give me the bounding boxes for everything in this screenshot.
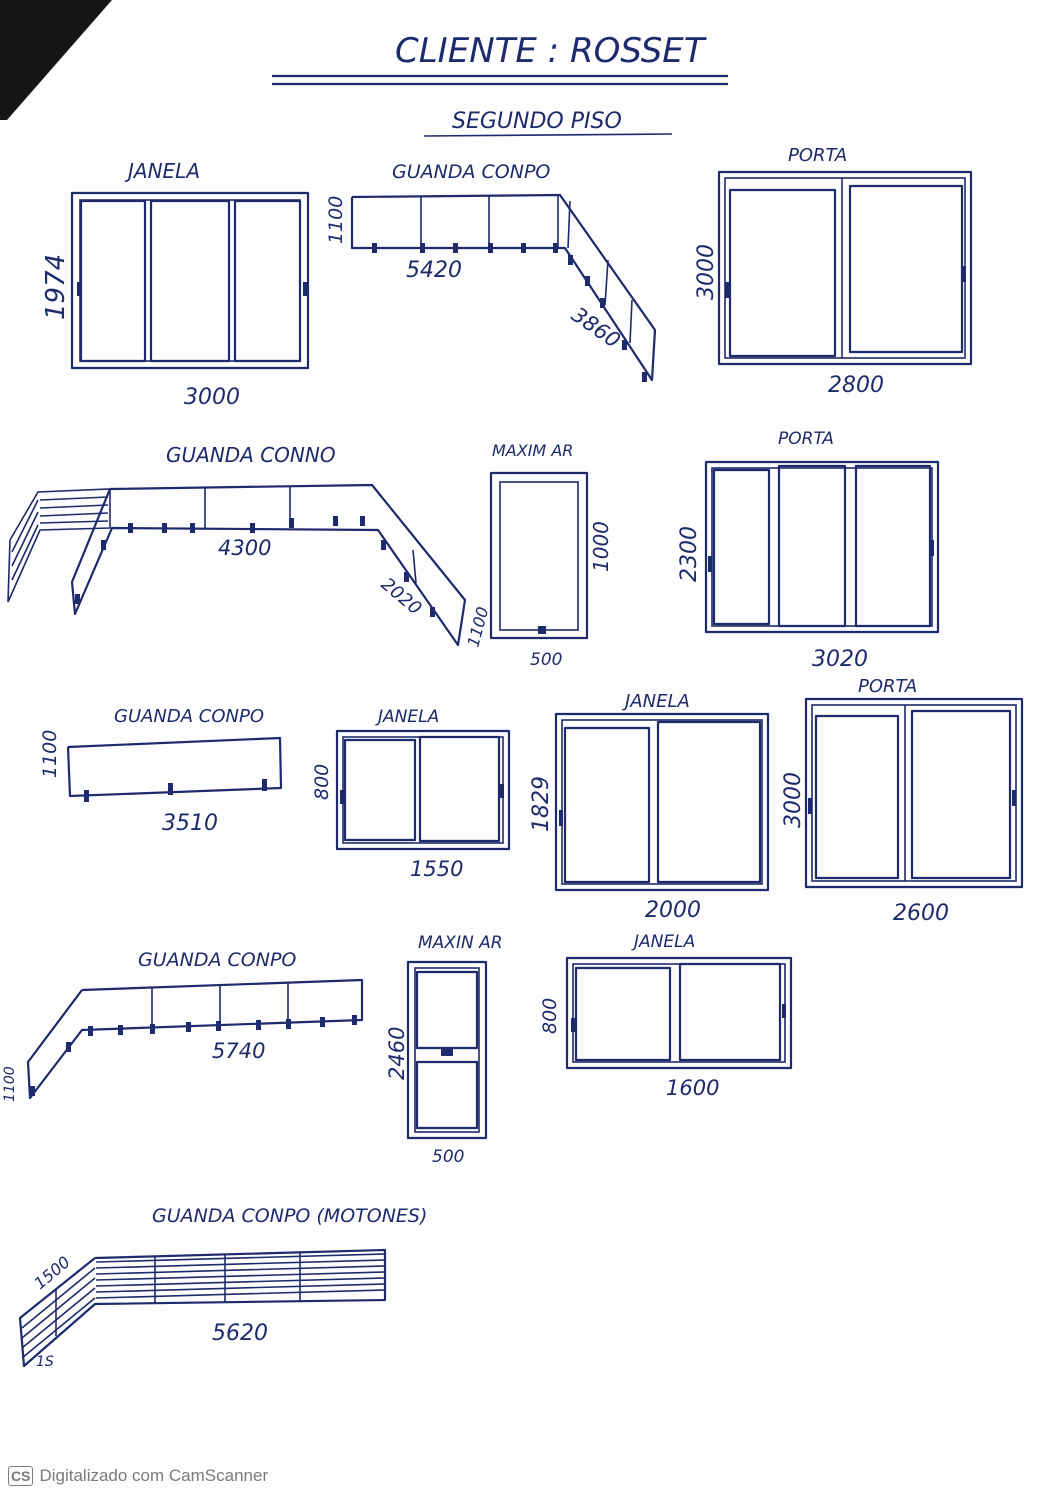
client-title: CLIENTE : ROSSET [395,31,707,71]
dim-guarda-4-length: 5740 [212,1039,265,1063]
railing-guarda-5: GUANDA CONPO (MOTONES) 5620 1500 1S [18,1205,427,1370]
label-maxim-2: MAXIN AR [418,933,503,953]
dim-porta-3-width: 2600 [893,901,949,926]
dim-guarda-5-side: 1S [36,1354,54,1370]
label-guarda-3: GUANDA CONPO [114,706,264,727]
railing-guarda-2: GUANDA CONNO 4300 [7,443,493,649]
dim-porta-3-height: 3000 [781,772,806,828]
dim-janela-1-width: 3000 [184,385,240,410]
label-janela-4: JANELA [631,932,695,952]
dim-porta-1-width: 2800 [828,373,884,398]
dim-janela-2-width: 1550 [410,857,463,881]
dim-maxim-2-height: 2460 [385,1027,409,1080]
door-porta-3: PORTA 2600 3000 [781,676,1024,926]
floor-subtitle: SEGUNDO PISO [452,109,622,134]
dim-guarda-5-length: 5620 [212,1321,268,1346]
dim-guarda-3-height: 1100 [39,730,61,778]
dim-guarda-2-length-a: 4300 [218,536,271,560]
label-guarda-2: GUANDA CONNO [166,443,336,467]
window-janela-4: JANELA 1600 800 [539,932,793,1100]
dim-janela-4-height: 800 [539,998,561,1034]
dim-maxim-1-width: 500 [530,650,562,670]
railing-guarda-3: GUANDA CONPO 3510 1100 [39,706,283,836]
dim-guarda-3-length: 3510 [162,811,218,836]
camscanner-logo: CS [8,1466,34,1486]
dim-guarda-2-length-b: 2020 [377,574,426,620]
dim-maxim-1-height: 1000 [589,521,613,572]
door-porta-2: PORTA 3020 2300 [677,429,940,672]
label-janela-2: JANELA [375,707,439,727]
dim-guarda-2-height: 1100 [464,605,493,649]
label-porta-3: PORTA [858,676,917,697]
dim-janela-1-height: 1974 [41,254,71,320]
dim-maxim-2-width: 500 [432,1147,464,1167]
dim-guarda-4-height: 1100 [2,1066,18,1102]
dim-janela-4-width: 1600 [666,1076,719,1100]
dim-guarda-1-length-b: 3860 [567,302,625,352]
railing-guarda-4: GUANDA CONPO 5740 1100 [2,949,364,1102]
label-janela-3: JANELA [622,691,690,712]
dim-janela-2-height: 800 [311,764,333,800]
window-janela-3: JANELA 2000 1829 [529,691,770,923]
label-guarda-4: GUANDA CONPO [138,949,296,971]
label-porta-1: PORTA [788,145,847,166]
label-guarda-5: GUANDA CONPO (MOTONES) [152,1205,427,1227]
scanner-text: Digitalizado com CamScanner [39,1466,269,1485]
dim-guarda-1-length-a: 5420 [406,258,462,283]
dim-janela-3-height: 1829 [529,776,554,832]
label-guarda-1: GUANDA CONPO [392,161,550,183]
window-janela-2: JANELA 1550 800 [311,707,511,881]
window-maxim-ar-2: MAXIN AR 500 2460 [385,933,503,1167]
dim-porta-2-height: 2300 [677,526,702,582]
dim-guarda-5-height: 1500 [30,1252,73,1293]
window-janela-1: JANELA 3000 1974 [41,159,310,410]
scanner-watermark: CS Digitalizado com CamScanner [8,1466,268,1486]
window-maxim-ar-1: MAXIM AR 500 1000 [489,441,613,670]
railing-guarda-1: GUANDA CONPO 5420 3860 1100 [325,161,657,382]
label-maxim-1: MAXIM AR [492,441,573,460]
dim-janela-3-width: 2000 [645,898,701,923]
dim-guarda-1-height: 1100 [325,196,347,244]
label-porta-2: PORTA [778,429,834,449]
label-janela-1: JANELA [124,159,200,183]
folded-corner-shadow [0,0,112,120]
door-porta-1: PORTA 2800 3000 [694,145,973,398]
dim-porta-1-height: 3000 [694,244,719,300]
dim-porta-2-width: 3020 [812,647,868,672]
